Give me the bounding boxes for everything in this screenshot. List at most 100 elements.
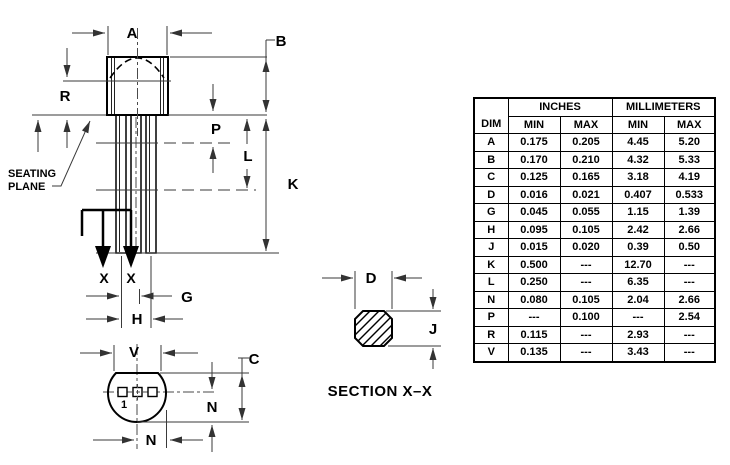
header-dim: DIM — [473, 97, 509, 134]
dim-l: L — [243, 119, 253, 188]
dim-value: 0.175 — [507, 133, 561, 152]
dim-value: --- — [559, 343, 613, 362]
dim-label-b: B — [276, 33, 287, 50]
dim-value: 0.135 — [507, 343, 561, 362]
section-view: D — [322, 270, 441, 400]
dim-letter: V — [473, 343, 509, 362]
dim-g-h: G H — [86, 256, 193, 328]
dim-p: P — [209, 84, 221, 173]
dim-value: --- — [559, 255, 613, 274]
dim-label-j: J — [429, 321, 437, 338]
table-header-units: DIM INCHES MILLIMETERS — [473, 97, 716, 134]
table-row: P---0.100---2.54 — [473, 308, 716, 327]
dim-letter: J — [473, 238, 509, 257]
dim-v: V — [80, 344, 198, 371]
dim-value: 0.500 — [507, 255, 561, 274]
dim-n-bottom: N — [93, 410, 203, 449]
dim-k: K — [262, 119, 299, 251]
header-in-min: MIN — [507, 115, 561, 134]
section-cutting-plane: X X — [80, 208, 139, 286]
dim-d: D — [322, 270, 422, 309]
dim-value: 0.205 — [559, 133, 613, 152]
header-mm-min: MIN — [611, 115, 665, 134]
dim-value: --- — [611, 308, 665, 327]
dim-value: 0.045 — [507, 203, 561, 222]
dim-value: 3.18 — [611, 168, 665, 187]
dim-letter: H — [473, 220, 509, 239]
header-inches: INCHES — [507, 97, 613, 117]
dim-letter: K — [473, 255, 509, 274]
dim-value: 0.115 — [507, 325, 561, 344]
header-millimeters: MILLIMETERS — [611, 97, 716, 117]
seating-plane-label-1: SEATING — [8, 168, 56, 180]
dim-label-p: P — [211, 121, 221, 138]
pin-pad-3 — [147, 386, 158, 398]
dim-label-h: H — [132, 311, 143, 328]
dimension-table: DIM INCHES MILLIMETERS MIN MAX MIN MAX A… — [473, 97, 716, 363]
dim-letter: B — [473, 150, 509, 169]
package-body — [63, 28, 171, 136]
dim-value: --- — [663, 273, 716, 292]
dim-value: 3.43 — [611, 343, 665, 362]
dim-value: 1.39 — [663, 203, 716, 222]
dim-value: 0.125 — [507, 168, 561, 187]
dim-value: 2.42 — [611, 220, 665, 239]
dim-value: --- — [559, 325, 613, 344]
bottom-view: 1 V C N — [80, 344, 260, 452]
dim-value: 2.66 — [663, 220, 716, 239]
dim-value: 4.45 — [611, 133, 665, 152]
dim-value: 6.35 — [611, 273, 665, 292]
dim-letter: R — [473, 325, 509, 344]
dim-label-c: C — [249, 351, 260, 368]
dim-j: J — [386, 289, 441, 369]
dim-value: 2.04 — [611, 290, 665, 309]
dim-value: 0.533 — [663, 185, 716, 204]
dim-label-l: L — [243, 148, 252, 165]
dim-label-k: K — [288, 176, 299, 193]
dim-letter: A — [473, 133, 509, 152]
dim-value: --- — [507, 308, 561, 327]
pin-pad-1 — [117, 386, 128, 398]
front-view: A B R SEATING — [8, 25, 299, 328]
dim-value: 4.19 — [663, 168, 716, 187]
dim-value: 0.210 — [559, 150, 613, 169]
dim-value: 2.93 — [611, 325, 665, 344]
dim-label-d: D — [366, 270, 377, 287]
dim-value: 0.170 — [507, 150, 561, 169]
dim-n-side: N — [207, 362, 217, 452]
section-caption: SECTION X–X — [328, 383, 433, 400]
section-arrow-right — [123, 246, 139, 268]
dim-letter: D — [473, 185, 509, 204]
dim-value: 0.50 — [663, 238, 716, 257]
table-header-minmax: MIN MAX MIN MAX — [474, 115, 716, 134]
dim-label-v: V — [129, 344, 139, 361]
dim-value: 2.66 — [663, 290, 716, 309]
seating-plane-leader — [52, 120, 91, 187]
section-mark-x-right: X — [126, 270, 136, 286]
dim-letter: C — [473, 168, 509, 187]
dim-r: R — [60, 48, 71, 148]
dim-value: 12.70 — [611, 255, 665, 274]
dim-value: 4.32 — [611, 150, 665, 169]
dim-value: 0.055 — [559, 203, 613, 222]
seating-plane: SEATING PLANE — [8, 114, 106, 193]
dim-value: 5.33 — [663, 150, 716, 169]
dim-value: 0.105 — [559, 290, 613, 309]
dim-value: --- — [663, 343, 716, 362]
dim-label-r: R — [60, 88, 71, 105]
dim-value: 0.015 — [507, 238, 561, 257]
header-mm-max: MAX — [663, 115, 716, 134]
dim-value: 0.020 — [559, 238, 613, 257]
